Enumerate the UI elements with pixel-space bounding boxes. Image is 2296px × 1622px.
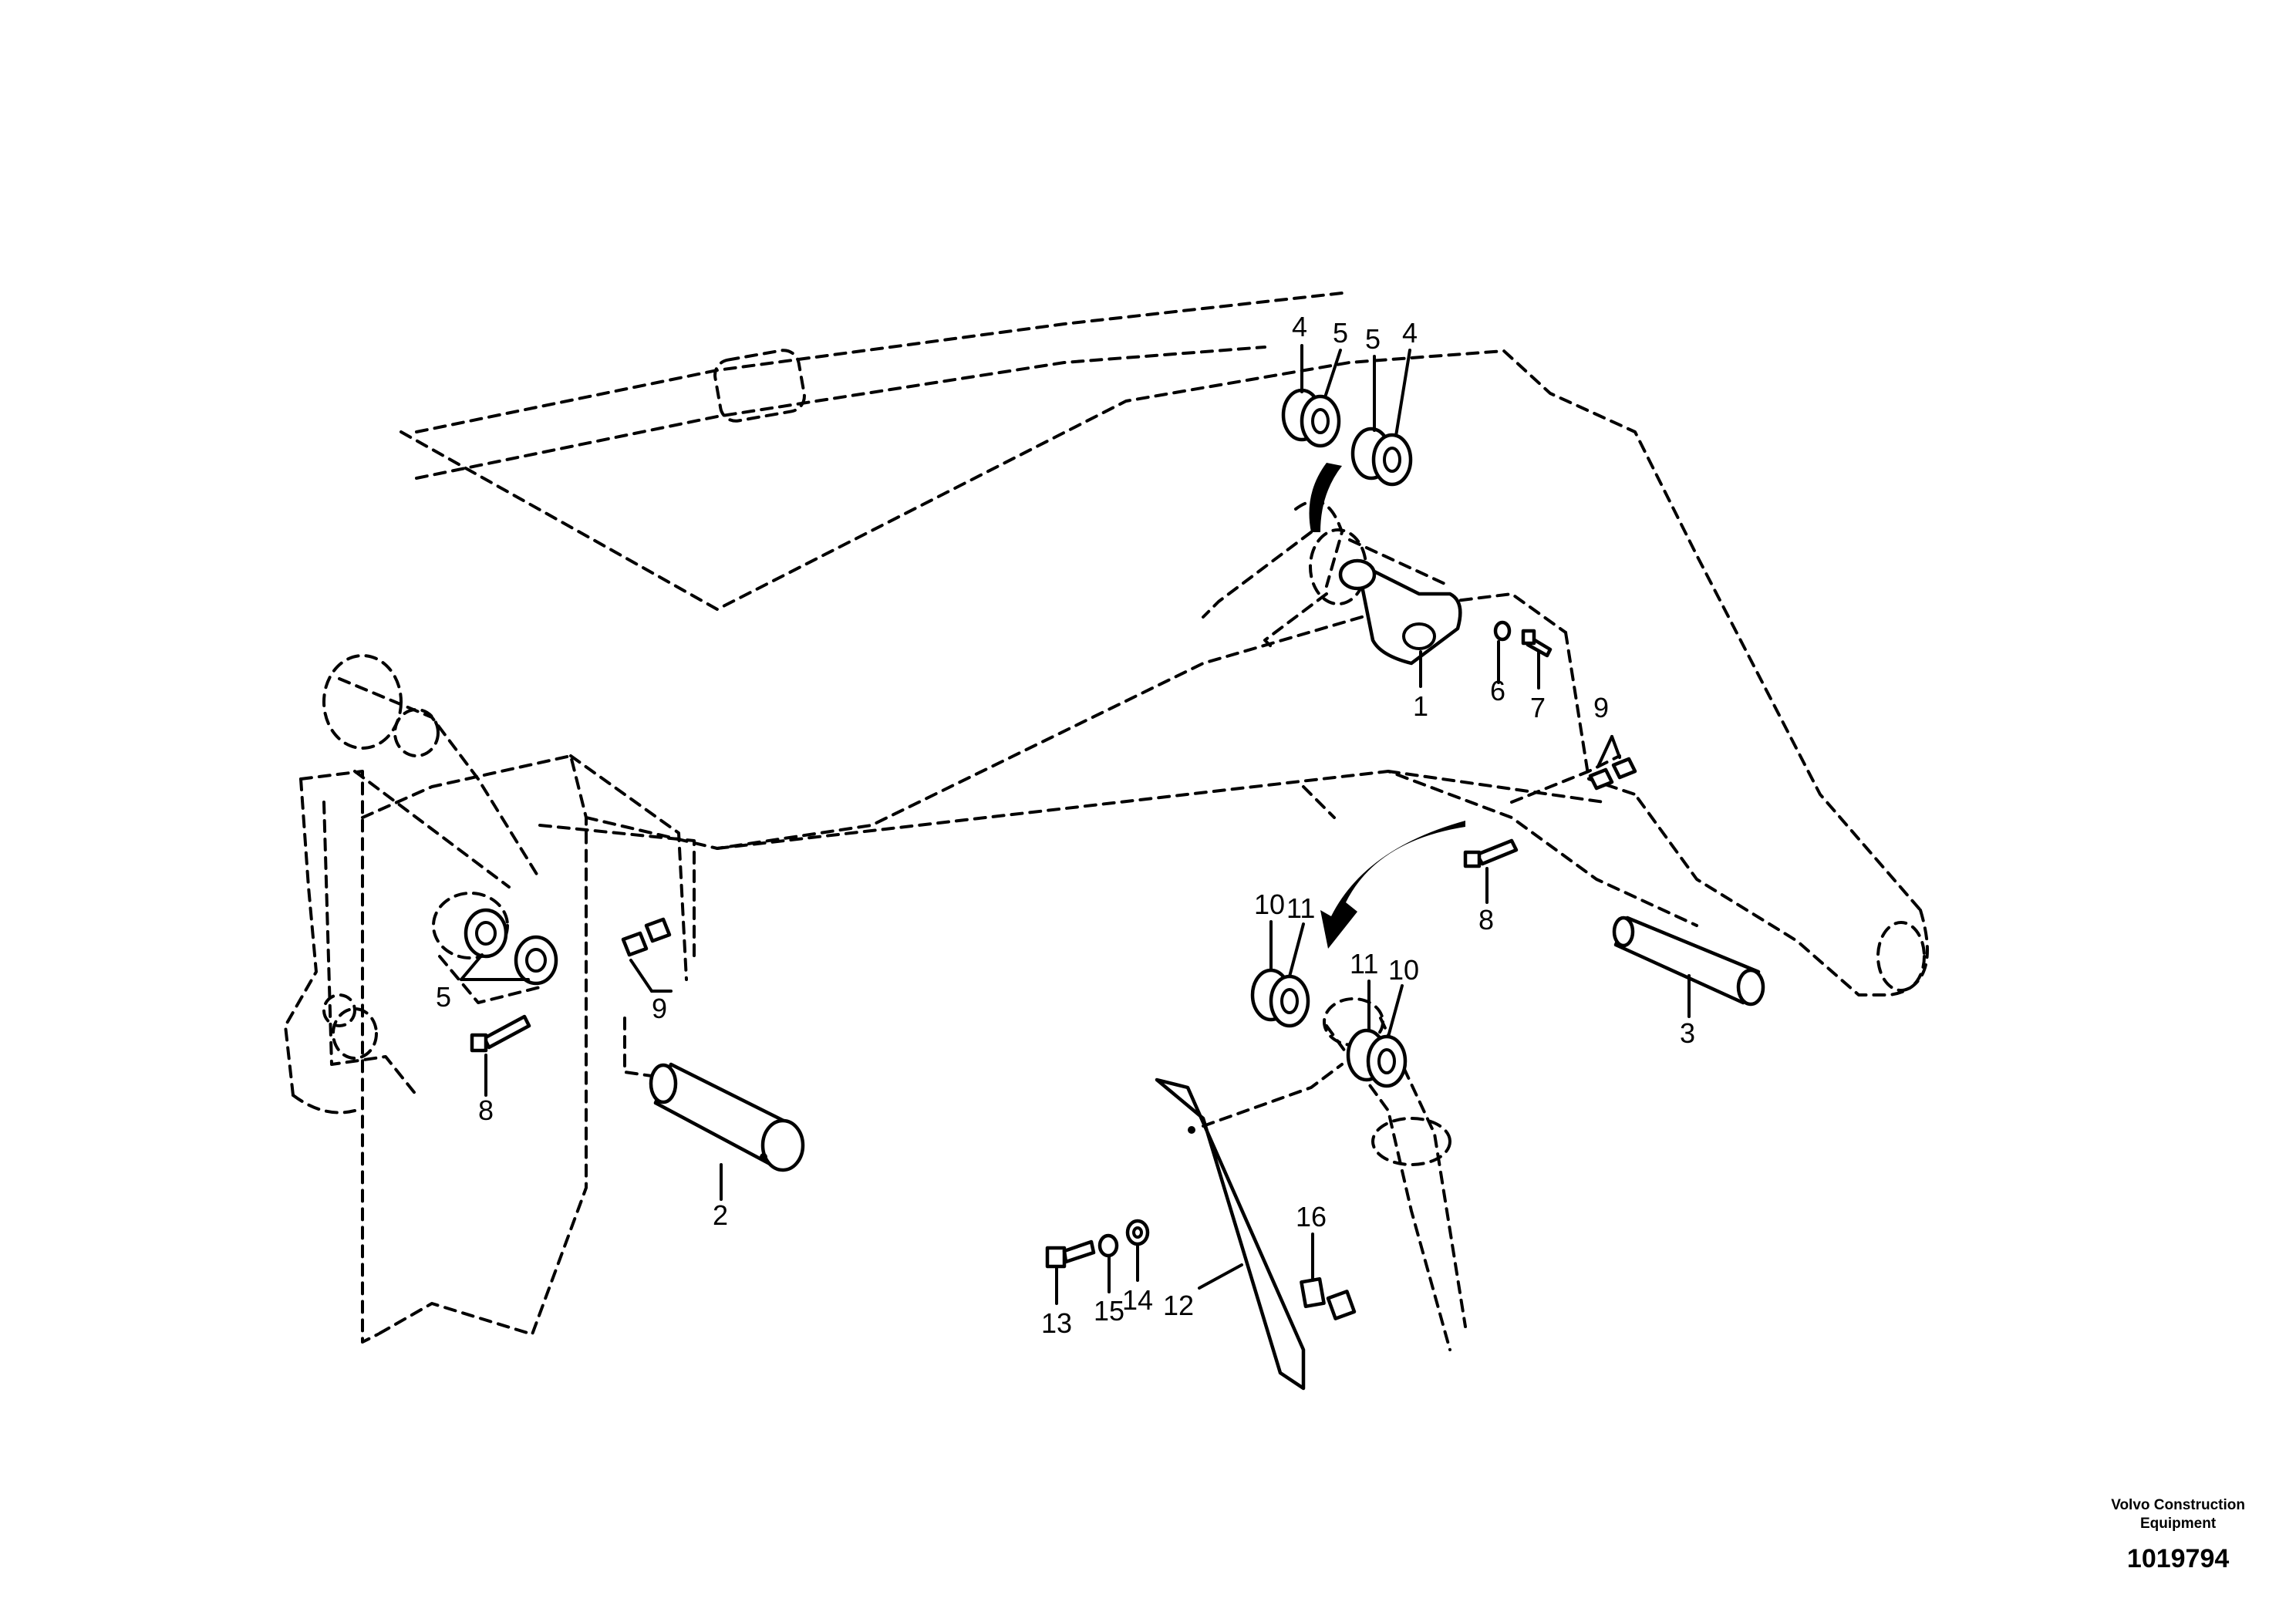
nuts-9-left (621, 917, 672, 957)
assembly-arrow-lower (1320, 821, 1465, 949)
callout-8-right: 8 (1478, 904, 1494, 936)
callout-15: 15 (1094, 1295, 1124, 1327)
callout-4-upper-left: 4 (1292, 311, 1307, 342)
brand-line-1: Volvo Construction (2111, 1497, 2245, 1513)
washer-15 (1097, 1233, 1119, 1258)
nuts-9-right (1588, 757, 1637, 791)
boom-outline (284, 292, 1929, 1351)
callout-5-upper-right: 5 (1365, 323, 1381, 355)
leader-lines (460, 344, 1691, 1305)
washer-5-lower (464, 908, 558, 986)
pin-part-1 (1338, 558, 1462, 666)
callout-7: 7 (1530, 692, 1546, 723)
callout-12: 12 (1163, 1290, 1194, 1321)
publisher-stamp: Volvo Construction Equipment 1019794 (2111, 1496, 2245, 1574)
callout-8-left: 8 (478, 1094, 494, 1126)
bolt-8-left (470, 1014, 531, 1053)
callout-4-upper-right: 4 (1402, 317, 1418, 349)
pin-part-2 (649, 1062, 805, 1172)
callout-5-lower: 5 (436, 981, 451, 1013)
callout-2: 2 (713, 1199, 728, 1231)
callout-10-left: 10 (1254, 889, 1285, 920)
bolt-13 (1045, 1239, 1096, 1269)
callout-11-right: 11 (1350, 948, 1378, 980)
bolt-8-right (1463, 838, 1519, 868)
callout-11-left: 11 (1286, 892, 1315, 924)
washer-6 (1493, 620, 1512, 642)
callout-13: 13 (1041, 1307, 1072, 1339)
callout-14: 14 (1122, 1284, 1153, 1316)
callout-6: 6 (1490, 675, 1505, 706)
callout-1: 1 (1413, 690, 1428, 722)
brand-line-2: Equipment (2140, 1516, 2217, 1532)
washers-10-11-right (1346, 1028, 1408, 1088)
pin-part-3 (1612, 916, 1765, 1007)
callout-9-left: 9 (652, 993, 667, 1024)
clamp-16 (1300, 1276, 1357, 1320)
callout-16: 16 (1296, 1201, 1327, 1233)
callout-9-right: 9 (1593, 692, 1609, 723)
callout-3: 3 (1680, 1017, 1695, 1049)
washers-10-11-left (1250, 968, 1310, 1028)
washers-4-5-upper-right (1350, 427, 1413, 487)
assembly-arrow-upper (1309, 463, 1342, 532)
callout-10-right: 10 (1388, 954, 1419, 986)
reference-number: 1019794 (2126, 1544, 2230, 1573)
plate-part-12 (1155, 1077, 1306, 1391)
callout-5-upper-left: 5 (1333, 317, 1348, 349)
bolt-7 (1521, 629, 1553, 658)
washer-14 (1125, 1219, 1150, 1246)
callout-labels: 4 5 5 4 1 6 7 9 8 3 5 9 8 2 10 11 11 10 … (436, 311, 1695, 1339)
washers-4-5-upper-left (1281, 388, 1341, 448)
